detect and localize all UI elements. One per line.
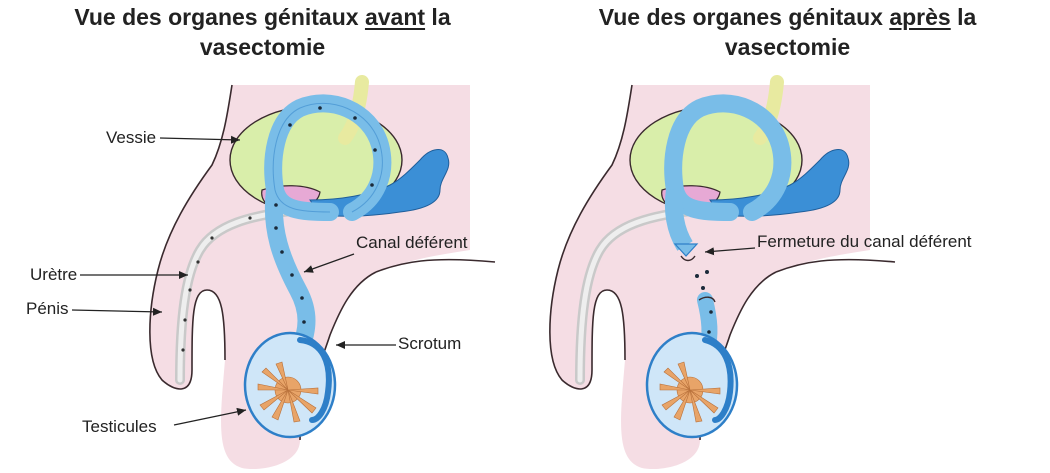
label-uretre: Urètre <box>30 265 77 284</box>
abdomen-outline <box>375 258 496 273</box>
title-before-text: Vue des organes génitaux <box>74 4 365 30</box>
title-after-text: Vue des organes génitaux <box>598 4 890 30</box>
label-scrotum: Scrotum <box>398 334 461 353</box>
vas-deferens-down <box>264 181 316 359</box>
title-before-emphasis: avant <box>364 4 426 30</box>
label-vessie: Vessie <box>106 128 156 147</box>
title-after-emphasis: après <box>889 4 951 30</box>
label-fermeture: Fermeture du canal déférent <box>757 232 972 251</box>
seminal-vesicle <box>309 149 450 217</box>
title-after-text-end: la <box>950 4 977 30</box>
vas-deferens-stump <box>664 188 693 251</box>
title-before: Vue des organes génitaux avant la vasect… <box>0 2 525 62</box>
title-before-text-end: la <box>425 4 451 30</box>
epididymis <box>297 337 332 423</box>
seminal-vesicle <box>709 149 850 217</box>
body-outline-left <box>149 84 233 390</box>
body-outline-left <box>549 84 633 390</box>
panel-before: Vue des organes génitaux avant la vasect… <box>0 2 525 470</box>
ureter <box>753 75 784 145</box>
testis-tubules <box>257 361 319 423</box>
title-after-line2: vasectomie <box>724 34 851 60</box>
epididymis <box>702 337 734 423</box>
anatomy-before-illustration: Vessie Urètre Pénis Canal déférent Scrot… <box>26 75 496 470</box>
vas-closure-cap <box>673 243 699 257</box>
title-before-line2: vasectomie <box>199 34 326 60</box>
label-canal: Canal déférent <box>356 233 468 252</box>
testis-tubules <box>659 361 721 423</box>
urethra-sperm-dots <box>181 216 252 352</box>
panel-after: Vue des organes génitaux après la vasect… <box>525 0 1050 473</box>
blocked-sperm-dots <box>695 270 713 334</box>
title-after: Vue des organes génitaux après la vasect… <box>525 2 1050 62</box>
anatomy-after-illustration: Fermeture du canal déférent <box>549 75 972 470</box>
label-testicules: Testicules <box>82 417 157 436</box>
abdomen-outline <box>775 258 896 273</box>
label-penis: Pénis <box>26 299 69 318</box>
vas-sperm-dots <box>274 106 377 324</box>
